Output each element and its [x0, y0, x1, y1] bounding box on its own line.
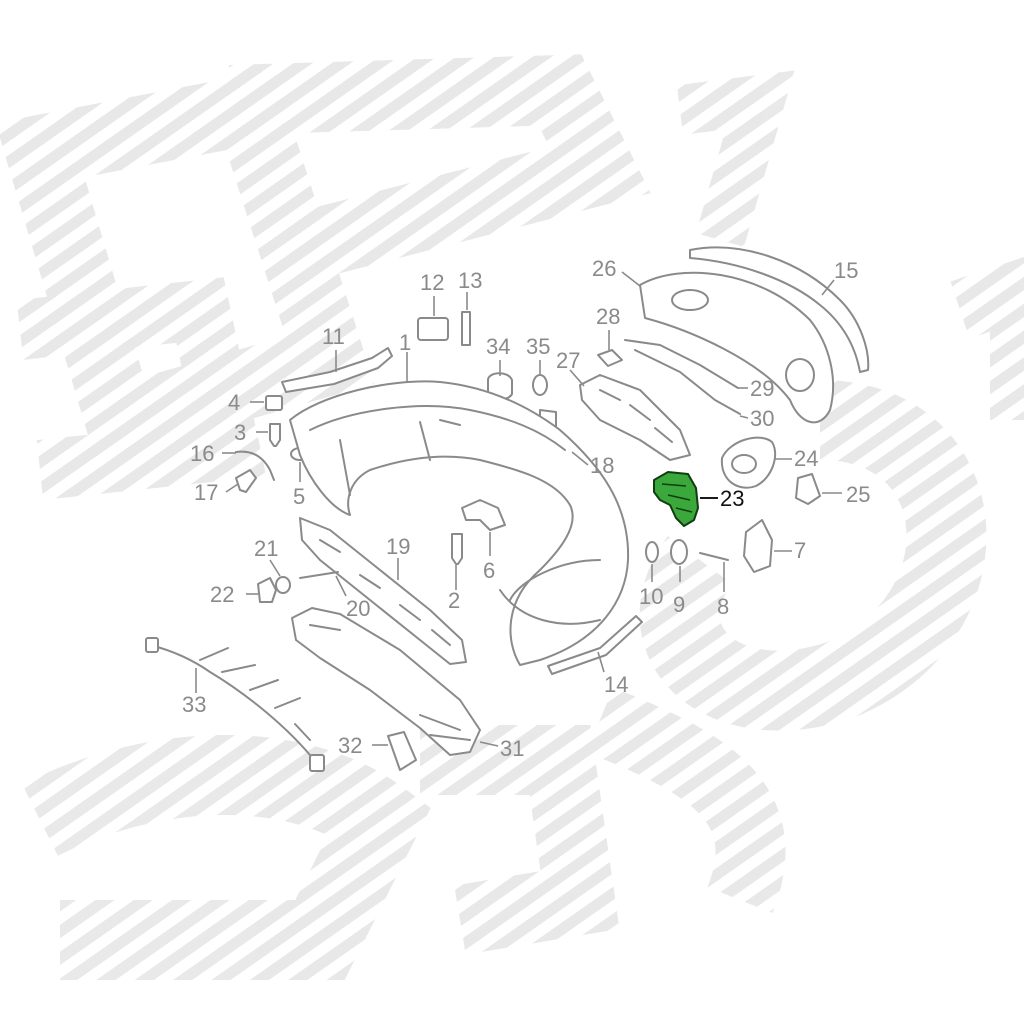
part-35-grommet[interactable] [532, 374, 548, 396]
part-27-bracket[interactable] [579, 374, 691, 461]
callout-13: 13 [458, 268, 482, 293]
part-33-wiring-harness[interactable] [149, 644, 319, 771]
watermark-logo [0, 54, 1024, 980]
part-31-reinforcement-beam[interactable] [291, 607, 481, 756]
callout-32: 32 [338, 733, 362, 758]
callout-1: 1 [399, 330, 411, 355]
callout-23-highlighted: 23 [720, 486, 744, 511]
callout-15: 15 [834, 258, 858, 283]
callout-16: 16 [190, 441, 214, 466]
part-14-lower-trim[interactable] [547, 615, 643, 675]
part-28-clip[interactable] [597, 349, 623, 367]
part-22-sensor-holder[interactable] [257, 577, 277, 603]
part-8-bolt[interactable] [699, 552, 729, 561]
part-21-grommet[interactable] [275, 576, 291, 594]
callout-labels: 1 2 3 4 5 6 7 8 9 10 11 12 13 14 15 16 1… [182, 256, 870, 761]
part-29-cable[interactable] [624, 339, 739, 389]
part-7-side-bracket[interactable] [743, 519, 773, 573]
callout-21: 21 [254, 536, 278, 561]
part-9-ring[interactable] [670, 539, 688, 565]
part-24-exhaust-trim[interactable] [720, 436, 777, 489]
part-32-bracket[interactable] [387, 731, 417, 771]
part-12-license-lamp[interactable] [417, 317, 449, 341]
callout-4: 4 [228, 390, 240, 415]
callout-14: 14 [604, 672, 628, 697]
callout-24: 24 [794, 446, 818, 471]
callout-31: 31 [500, 736, 524, 761]
part-25-bracket[interactable] [795, 473, 821, 505]
part-13-pin[interactable] [461, 311, 471, 346]
callout-12: 12 [420, 270, 444, 295]
part-16-rod[interactable] [235, 450, 275, 481]
callout-17: 17 [194, 480, 218, 505]
callout-2: 2 [448, 588, 460, 613]
callout-22: 22 [210, 582, 234, 607]
part-26-rear-diffuser[interactable] [639, 271, 834, 424]
part-23-highlighted-bracket[interactable] [653, 471, 699, 527]
callout-28: 28 [596, 304, 620, 329]
part-30-cable[interactable] [634, 349, 741, 415]
callout-20: 20 [346, 596, 370, 621]
part-6-bracket[interactable] [461, 499, 506, 531]
callout-26: 26 [592, 256, 616, 281]
callout-18: 18 [590, 453, 614, 478]
callout-29: 29 [750, 376, 774, 401]
callout-5: 5 [293, 484, 305, 509]
callout-27: 27 [556, 348, 580, 373]
callout-3: 3 [234, 420, 246, 445]
callout-7: 7 [794, 538, 806, 563]
part-17-rivet[interactable] [235, 469, 257, 493]
part-3-screw[interactable] [269, 423, 281, 447]
part-15-trim-strip[interactable] [689, 246, 870, 373]
callout-34: 34 [486, 334, 510, 359]
part-2-bolt[interactable] [451, 533, 463, 565]
callout-25: 25 [846, 482, 870, 507]
callout-8: 8 [717, 594, 729, 619]
callout-35: 35 [526, 334, 550, 359]
callout-6: 6 [483, 558, 495, 583]
part-10-grommet[interactable] [645, 541, 659, 563]
part-4-clip[interactable] [265, 395, 283, 411]
leader-lines [195, 271, 842, 747]
callout-19: 19 [386, 534, 410, 559]
callout-10: 10 [639, 584, 663, 609]
callout-30: 30 [750, 406, 774, 431]
callout-11: 11 [322, 324, 345, 349]
part-1-bumper-cover[interactable] [289, 380, 630, 666]
part-19-energy-absorber[interactable] [299, 517, 467, 665]
callout-9: 9 [673, 592, 685, 617]
part-11-trim-strip[interactable] [281, 347, 393, 393]
part-20-bolt[interactable] [299, 571, 339, 579]
callout-33: 33 [182, 692, 206, 717]
